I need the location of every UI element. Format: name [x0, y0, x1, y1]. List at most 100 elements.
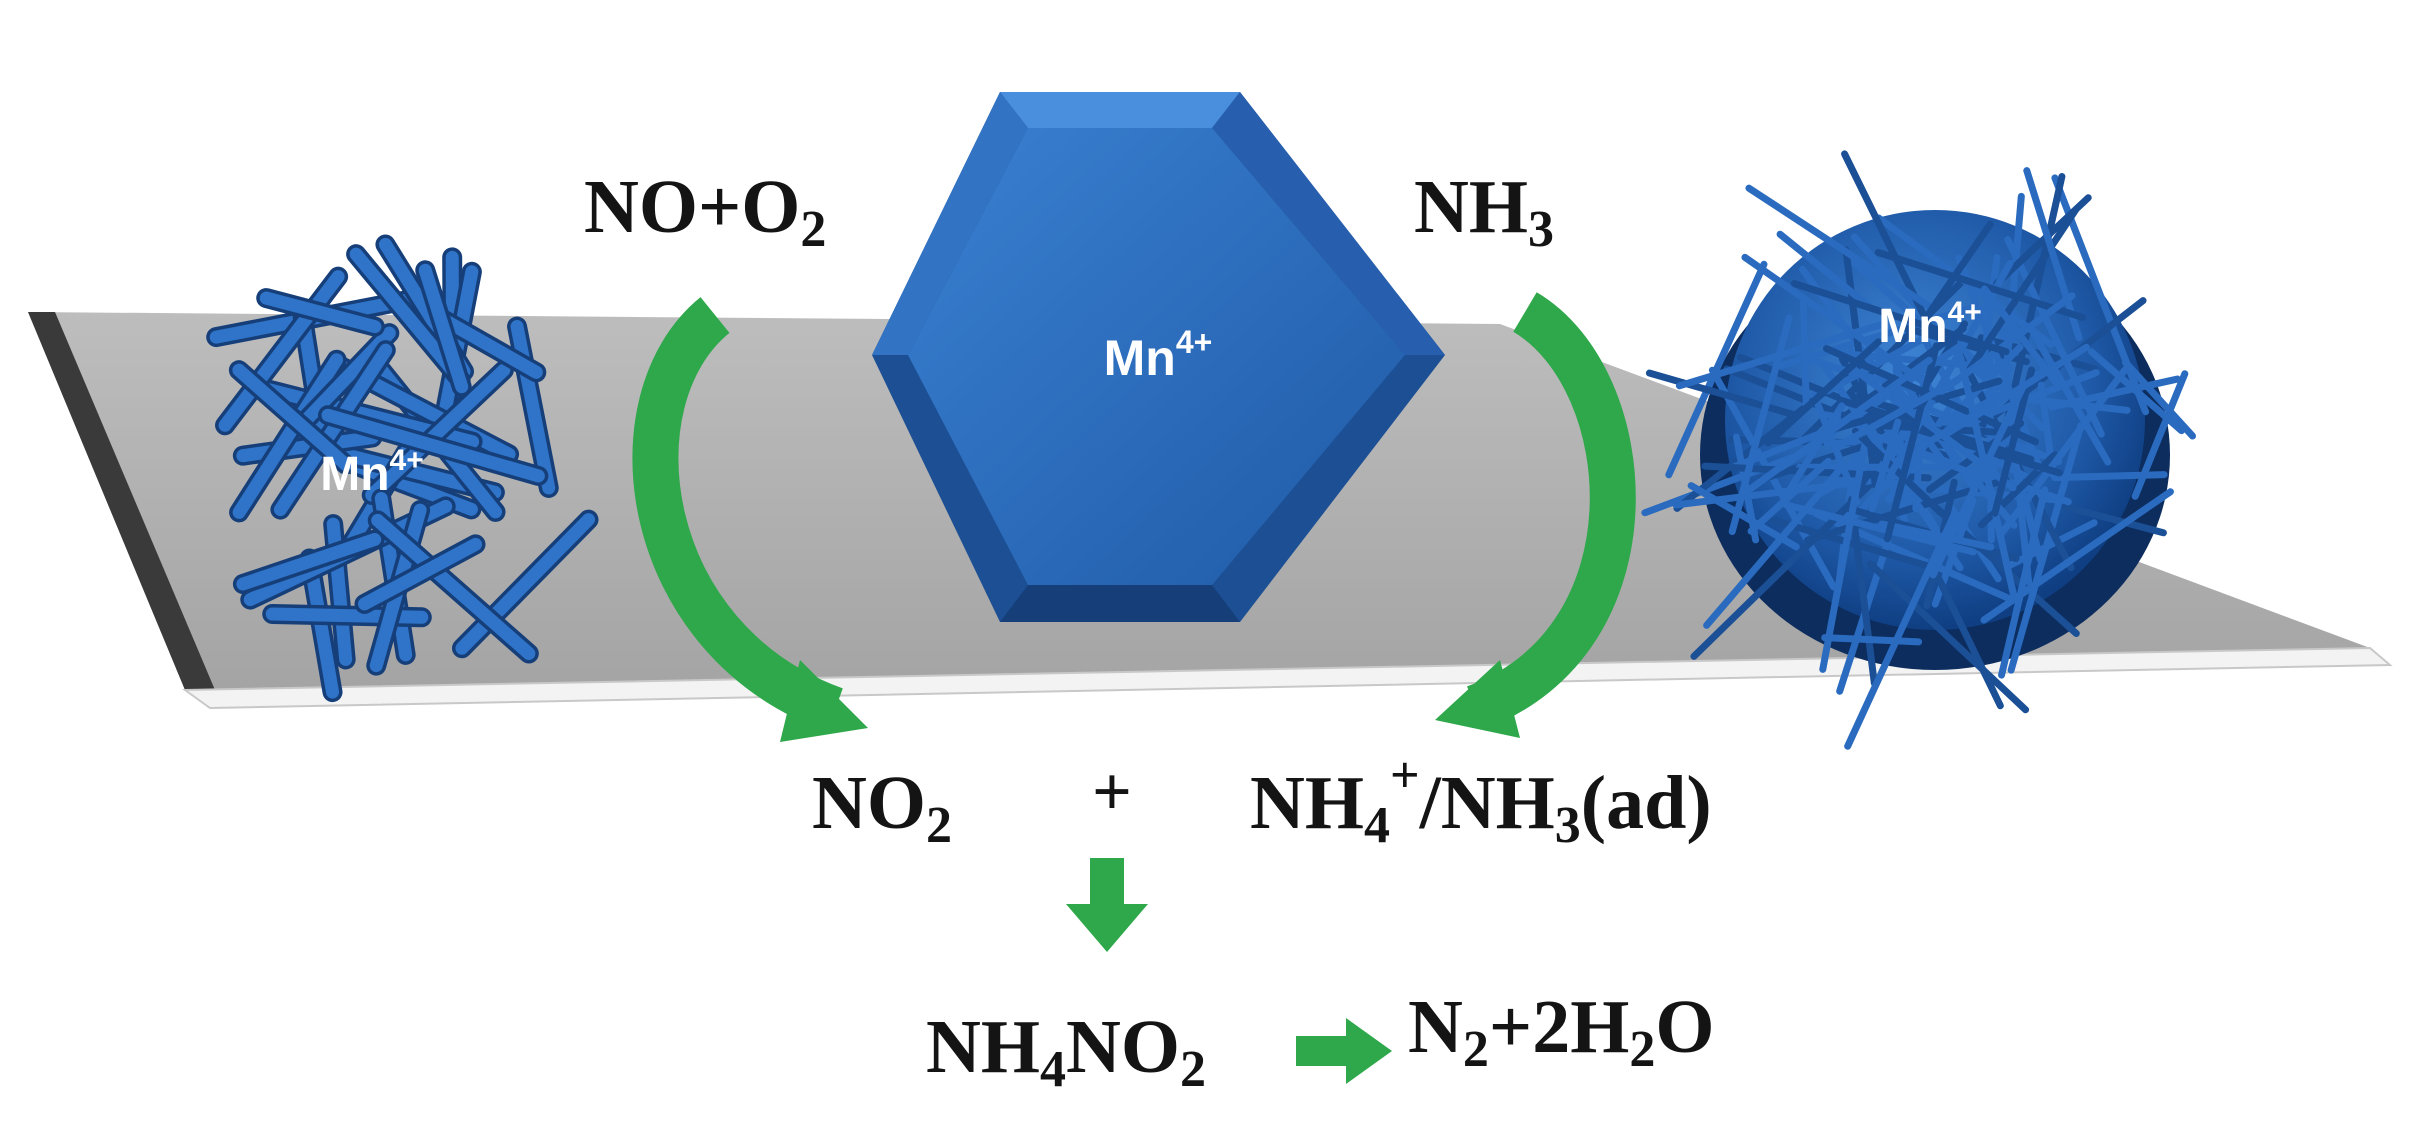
nanowire [1757, 442, 1868, 483]
nanowire [1773, 304, 1977, 371]
reactant-nh3: NH3 [1414, 165, 1554, 258]
nanowire [1955, 254, 2043, 472]
nanorod [218, 270, 345, 432]
nanorod-cluster-icon [206, 234, 599, 703]
nanowire [1675, 320, 1887, 390]
nanowire [1922, 220, 1994, 321]
nanowire [1938, 292, 2076, 395]
intermediate-nh4-nh3-ad: NH4+/NH3(ad) [1250, 747, 1712, 854]
catalyst-left-label: Mn4+ [320, 444, 424, 501]
hex-bevel-top [1000, 92, 1240, 128]
down-arrow-head [1066, 904, 1148, 952]
nanowire [1980, 488, 2174, 624]
curved-arrow-right-shaft [1466, 292, 1636, 730]
nanorod [302, 551, 340, 699]
hex-bevel-bottom [1000, 585, 1240, 622]
nanowire [1998, 486, 2049, 679]
nanowire [1824, 336, 1925, 395]
curved-arrow-right-head [1435, 660, 1520, 738]
right-arrow [1296, 1018, 1392, 1084]
nanorod [236, 431, 379, 463]
hex-bevel-right [1212, 92, 1445, 355]
nanowire [1770, 516, 1937, 571]
nanowire [1741, 253, 1933, 390]
nanowire [2005, 519, 2098, 570]
down-arrow [1066, 858, 1148, 952]
nanowire [1641, 452, 1799, 517]
nanowire [2048, 375, 2181, 411]
right-arrow-head [1346, 1018, 1392, 1084]
nanowire [1929, 381, 2028, 579]
down-arrow-shaft [1090, 858, 1124, 906]
catalyst-right-label: Mn4+ [1878, 296, 1982, 353]
nanorod [434, 311, 543, 379]
right-arrow-shaft [1296, 1036, 1348, 1066]
nanowire [2030, 331, 2112, 466]
nanowire [1841, 150, 1938, 339]
nanorod [357, 537, 483, 611]
nanowire [1819, 441, 1869, 673]
nanowire [1844, 511, 1958, 750]
nanowire [1874, 248, 2087, 321]
plus-sign: + [1092, 754, 1132, 831]
nanowire [1927, 559, 2004, 710]
nanorod [232, 353, 344, 519]
nanowire [1703, 462, 1847, 629]
nanowire [1866, 560, 2030, 714]
nanorod [273, 343, 393, 517]
nanowire [1868, 418, 1902, 513]
nanowire [1665, 260, 1768, 479]
nanowire [1821, 634, 1923, 646]
nanowire [1747, 356, 1933, 493]
nanorod [232, 363, 353, 472]
catalyst-center-label: Mn4+ [1104, 324, 1213, 386]
nanowire [1831, 376, 1962, 451]
nanowire [1991, 366, 2036, 517]
curved-arrow-left-shaft [632, 297, 844, 732]
nanowire [2121, 358, 2197, 440]
nanorod [455, 513, 596, 655]
curved-arrow-left-head [780, 660, 868, 742]
nanowire [1764, 338, 1882, 447]
nanowire [1883, 342, 1940, 543]
nanorod [259, 291, 382, 334]
nanowire [2087, 348, 2185, 435]
nanowire [1690, 480, 1875, 660]
nanorod [321, 408, 545, 483]
nanowire [1645, 369, 1797, 419]
nanowire [1840, 325, 1967, 421]
nanorod [418, 263, 469, 394]
product-nh4no2: NH4NO2 [926, 1005, 1206, 1098]
plate-front-edge [181, 646, 2393, 710]
intermediate-no2: NO2 [812, 761, 952, 854]
nanowire [1687, 482, 1800, 551]
nanorod [236, 532, 382, 591]
nanowire-sphere-icon [1641, 150, 2197, 750]
curved-arrow-left [632, 297, 868, 742]
nanowire [1874, 413, 2063, 477]
hexagonal-plate-icon [872, 92, 1445, 622]
nanorod [296, 326, 396, 430]
nanowire [2051, 471, 2168, 482]
nanowire [1745, 184, 1936, 312]
nanowire [1799, 298, 1810, 412]
nanowire [1878, 520, 1995, 551]
nanowire [2061, 503, 2167, 537]
nanowire [1776, 230, 1873, 310]
nanorod [365, 363, 511, 502]
nanorod [371, 513, 536, 661]
hex-inner [908, 128, 1405, 585]
nanowire [1790, 280, 2010, 356]
hex-bevel-left [872, 92, 1028, 355]
nanowire [1996, 366, 2129, 540]
curved-arrow-right [1435, 292, 1636, 738]
product-n2-2h2o: N2+2H2O [1408, 985, 1714, 1078]
nanowire [1945, 343, 2090, 436]
nanowire [1848, 503, 1878, 687]
nanowire [1957, 354, 2018, 599]
nanowire [1782, 402, 1846, 500]
plate-left-edge [28, 312, 215, 690]
nanowire-mesh [1641, 150, 2197, 750]
reactant-no-o2: NO+O2 [584, 165, 826, 258]
